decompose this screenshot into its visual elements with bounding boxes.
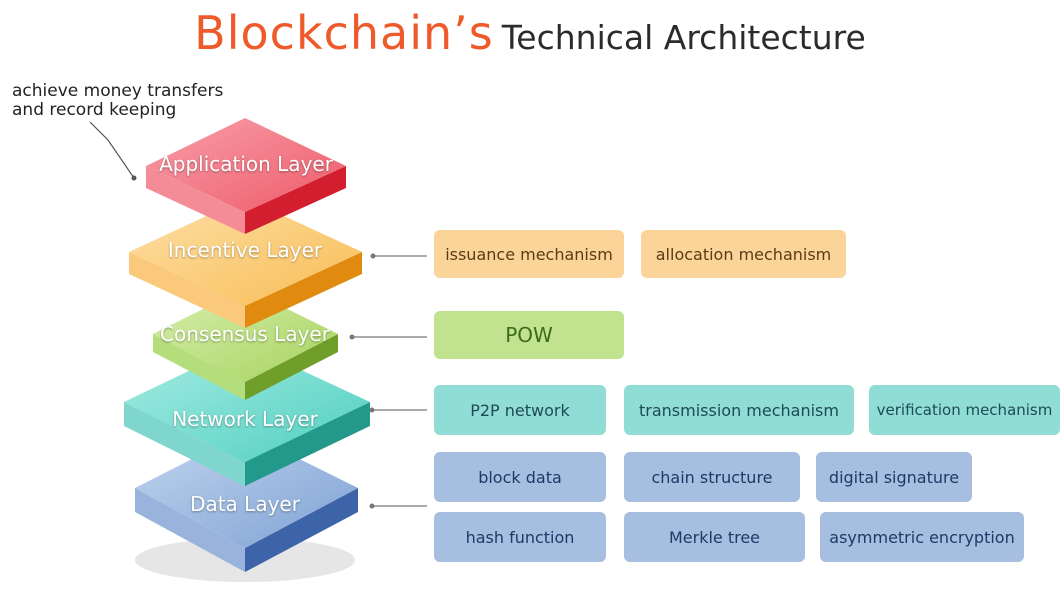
consensus-layer-label: Consensus Layer xyxy=(160,322,330,346)
title-sub: Technical Architecture xyxy=(501,18,866,57)
consensus-layer-slab xyxy=(153,288,338,400)
network-layer-label: Network Layer xyxy=(172,407,318,431)
incentive-item-issuance: issuance mechanism xyxy=(434,230,624,278)
network-item-p2p: P2P network xyxy=(434,385,606,435)
title-main: Blockchain’s xyxy=(194,6,494,60)
incentive-layer-label: Incentive Layer xyxy=(167,238,323,262)
network-item-verification: verification mechanism xyxy=(869,385,1060,435)
consensus-item-pow: POW xyxy=(434,311,624,359)
data-item-hash-function: hash function xyxy=(434,512,606,562)
data-item-asymmetric-encryption: asymmetric encryption xyxy=(820,512,1024,562)
note-line-2: and record keeping xyxy=(12,100,177,120)
data-layer-label: Data Layer xyxy=(190,492,300,516)
network-item-transmission: transmission mechanism xyxy=(624,385,854,435)
data-item-digital-signature: digital signature xyxy=(816,452,972,502)
data-item-block-data: block data xyxy=(434,452,606,502)
application-layer-label: Application Layer xyxy=(159,152,333,176)
note-leader-dot xyxy=(131,175,137,181)
incentive-item-allocation: allocation mechanism xyxy=(641,230,846,278)
application-layer-slab xyxy=(146,118,346,234)
consensus-connector xyxy=(349,334,427,340)
data-item-chain-structure: chain structure xyxy=(624,452,800,502)
incentive-connector xyxy=(370,253,427,259)
note-leader-line xyxy=(89,121,135,179)
network-layer-slab xyxy=(124,344,370,486)
data-layer-slab xyxy=(135,432,358,572)
data-connector xyxy=(369,503,427,509)
data-item-merkle-tree: Merkle tree xyxy=(624,512,805,562)
network-connector xyxy=(369,407,427,413)
application-note: achieve money transfers and record keepi… xyxy=(12,82,223,120)
incentive-layer-slab xyxy=(129,198,362,328)
note-line-1: achieve money transfers xyxy=(12,81,224,101)
